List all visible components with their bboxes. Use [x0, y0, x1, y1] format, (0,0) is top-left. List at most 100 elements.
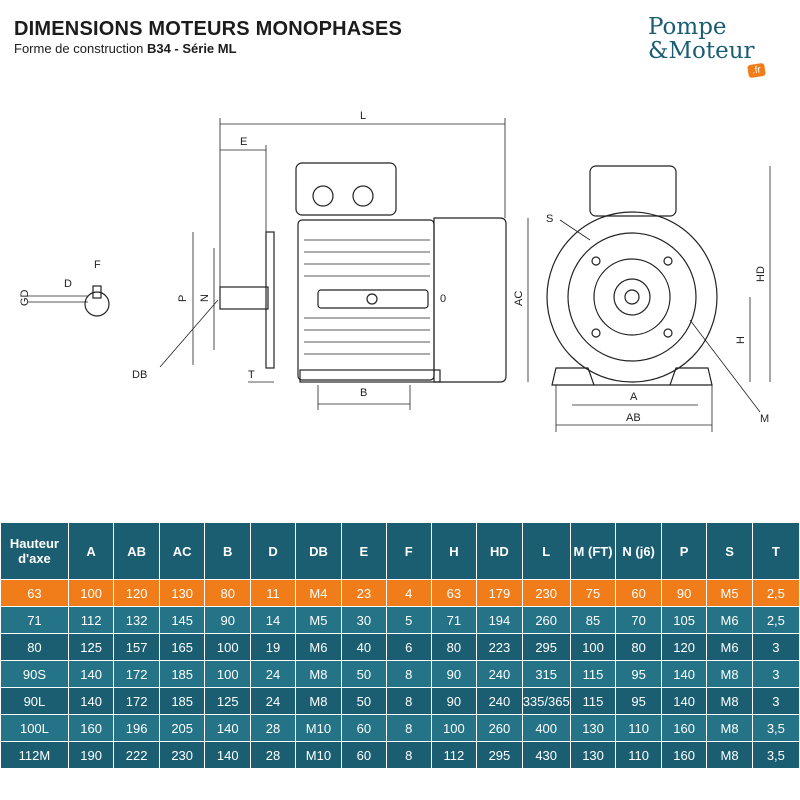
front-bolt-holes — [591, 256, 673, 338]
brand-logo: Pompe &Moteur .fr — [644, 14, 784, 84]
table-cell: 5 — [386, 607, 431, 633]
table-cell: 125 — [68, 634, 114, 660]
table-header-cell: HD — [477, 523, 522, 579]
table-cell: 160 — [661, 742, 707, 768]
table-cell: 230 — [159, 742, 205, 768]
table-cell: 2,5 — [752, 580, 799, 606]
label-T: T — [248, 369, 255, 381]
table-cell: 60 — [341, 742, 386, 768]
table-cell: M8 — [707, 688, 752, 714]
table-cell: 3 — [752, 688, 799, 714]
table-cell: 112 — [431, 742, 477, 768]
table-cell: 140 — [68, 661, 114, 687]
table-cell: 75 — [570, 580, 616, 606]
label-AC: AC — [513, 291, 525, 306]
table-cell: 40 — [341, 634, 386, 660]
table-cell: 335/365 — [522, 688, 570, 714]
table-cell: 100 — [205, 661, 250, 687]
table-cell: 120 — [114, 580, 159, 606]
table-cell: 194 — [477, 607, 522, 633]
table-cell: 90S — [1, 661, 68, 687]
label-N: N — [199, 294, 211, 302]
table-cell: 8 — [386, 688, 431, 714]
table-cell: 63 — [431, 580, 477, 606]
table-cell: 85 — [570, 607, 616, 633]
table-header-cell: L — [522, 523, 570, 579]
table-cell: 14 — [250, 607, 296, 633]
table-cell: M4 — [296, 580, 341, 606]
table-cell: 80 — [616, 634, 661, 660]
table-cell: 295 — [477, 742, 522, 768]
table-cell: 90L — [1, 688, 68, 714]
table-cell: 430 — [522, 742, 570, 768]
label-D: D — [64, 278, 72, 290]
table-cell: M10 — [296, 742, 341, 768]
table-cell: 8 — [386, 715, 431, 741]
table-cell: 222 — [114, 742, 159, 768]
motor-endcap-side — [433, 217, 507, 383]
label-H: H — [735, 336, 747, 344]
table-header-cell: H — [431, 523, 477, 579]
label-A: A — [630, 391, 638, 403]
table-cell: M8 — [296, 688, 341, 714]
cooling-fins-side — [304, 239, 430, 355]
table-cell: 185 — [159, 661, 205, 687]
label-M: M — [760, 413, 769, 425]
table-cell: 19 — [250, 634, 296, 660]
motor-front-inner — [567, 232, 697, 362]
table-header-cell: E — [341, 523, 386, 579]
table-header-cell: DB — [296, 523, 341, 579]
table-header-cell: AC — [159, 523, 205, 579]
table-header-cell: Hauteur d'axe — [1, 523, 68, 579]
subtitle-prefix: Forme de construction — [14, 41, 147, 56]
table-cell: M8 — [707, 661, 752, 687]
table-cell: 132 — [114, 607, 159, 633]
label-O: 0 — [440, 293, 446, 305]
motor-technical-drawing: L E S F D GD P N 0 AC HD H DB T B A AB M — [19, 110, 771, 432]
table-cell: 315 — [522, 661, 570, 687]
table-cell: 240 — [477, 688, 522, 714]
table-cell: 140 — [205, 742, 250, 768]
table-cell: 400 — [522, 715, 570, 741]
table-cell: 8 — [386, 742, 431, 768]
label-L: L — [360, 110, 366, 122]
table-cell: 6 — [386, 634, 431, 660]
table-cell: 240 — [477, 661, 522, 687]
motor-flange-side — [265, 231, 275, 369]
table-cell: 179 — [477, 580, 522, 606]
table-cell: M6 — [707, 634, 752, 660]
page-title: DIMENSIONS MOTEURS MONOPHASES — [14, 18, 403, 40]
table-cell: 295 — [522, 634, 570, 660]
table-cell: 90 — [431, 688, 477, 714]
table-cell: 223 — [477, 634, 522, 660]
cable-gland-left — [312, 185, 334, 207]
logo-line1: Pompe — [648, 14, 727, 40]
table-cell: M8 — [296, 661, 341, 687]
table-cell: 100 — [570, 634, 616, 660]
label-F: F — [94, 259, 101, 271]
table-cell: 105 — [661, 607, 707, 633]
subtitle-bold: B34 - Série ML — [146, 41, 237, 56]
table-cell: 60 — [616, 580, 661, 606]
table-cell: 3 — [752, 661, 799, 687]
table-cell: M5 — [296, 607, 341, 633]
table-header-cell: M (FT) — [570, 523, 616, 579]
table-cell: 3 — [752, 634, 799, 660]
table-cell: 80 — [205, 580, 250, 606]
table-cell: 140 — [661, 661, 707, 687]
cable-gland-right — [352, 185, 374, 207]
table-cell: 190 — [68, 742, 114, 768]
label-GD: GD — [19, 289, 31, 306]
motor-mid-band — [317, 289, 429, 309]
table-cell: 120 — [661, 634, 707, 660]
motor-foot-front — [551, 367, 713, 386]
table-cell: 160 — [68, 715, 114, 741]
shaft-key-detail — [92, 285, 102, 299]
table-header-cell: D — [250, 523, 296, 579]
table-cell: 130 — [570, 715, 616, 741]
table-cell: 140 — [661, 688, 707, 714]
